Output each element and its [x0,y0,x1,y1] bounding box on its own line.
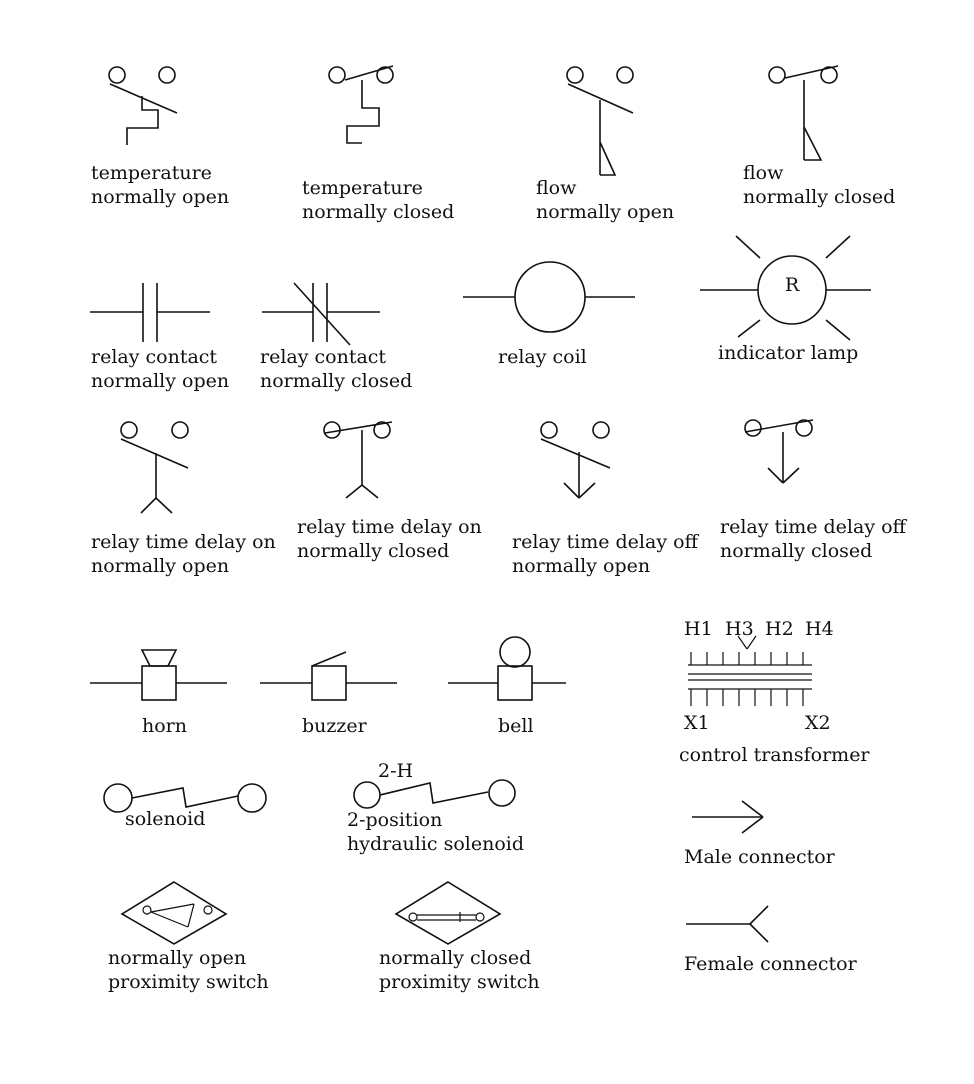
time-delay-off-no-symbol [540,421,611,499]
label-line-1: relay time delay on [297,516,482,538]
time-delay-off-no-label: relay time delay off normally open [512,530,698,578]
time-delay-on-no-label: relay time delay on normally open [91,530,276,578]
label-line-2: normally open [512,555,651,577]
relay-contact-no-symbol [90,283,210,342]
temperature-nc-symbol [328,65,394,144]
indicator-lamp-label: indicator lamp [718,341,858,365]
terminal-h3-label: H3 [725,618,754,640]
label-line-1: normally open [108,947,247,969]
temperature-nc-label: temperature normally closed [302,176,454,224]
label-line-1: indicator lamp [718,342,859,364]
terminal-x1-label: X1 [684,712,710,734]
label-line-1: relay coil [498,346,587,368]
temperature-no-symbol [108,66,178,145]
flow-no-symbol [566,66,634,176]
label-line-1: relay contact [260,346,387,368]
label-line-2: proximity switch [108,971,269,993]
label-line-2: hydraulic solenoid [347,833,525,855]
label-line-2: normally closed [720,540,873,562]
bell-label: bell [498,715,534,737]
proximity-no-symbol [120,881,228,945]
label-line-1: normally closed [379,947,532,969]
label-line-2: normally closed [302,201,455,223]
buzzer-symbol [260,651,397,701]
label-line-2: normally closed [260,370,413,392]
label-line-2: normally open [91,555,230,577]
flow-no-label: flow normally open [536,176,674,224]
relay-contact-nc-label: relay contact normally closed [260,345,412,393]
time-delay-off-nc-symbol [744,419,814,484]
label-line-1: temperature [302,177,423,199]
male-connector-label: Male connector [684,846,835,868]
indicator-lamp-symbol [700,235,871,341]
bell-symbol [448,636,566,701]
horn-symbol [90,649,227,701]
female-connector-symbol [686,905,769,943]
solenoid-symbol [103,783,267,813]
hydraulic-solenoid-symbol [353,779,516,809]
label-line-2: normally closed [297,540,450,562]
terminal-x2-label: X2 [805,712,831,734]
buzzer-label: buzzer [302,715,367,737]
control-transformer-label: control transformer [679,744,870,766]
terminal-h2-label: H2 [765,618,794,640]
relay-contact-nc-symbol [262,282,380,346]
label-line-2: normally closed [743,186,896,208]
relay-contact-no-label: relay contact normally open [91,345,229,393]
solenoid-label: solenoid [125,808,206,830]
terminal-h1-label: H1 [684,618,713,640]
temperature-no-label: temperature normally open [91,161,229,209]
lamp-letter: R [784,274,800,296]
label-line-1: flow [536,177,577,199]
label-line-1: relay time delay on [91,531,276,553]
male-connector-symbol [692,800,764,834]
horn-label: horn [142,715,187,737]
time-delay-on-nc-symbol [323,421,393,499]
flow-nc-symbol [768,65,839,161]
proximity-nc-label: normally closed proximity switch [379,946,540,994]
proximity-no-label: normally open proximity switch [108,946,269,994]
label-line-1: relay time delay off [720,516,907,538]
hydraulic-solenoid-label: 2-position hydraulic solenoid [347,808,524,856]
relay-coil-symbol [463,261,635,333]
label-line-2: normally open [536,201,675,223]
proximity-nc-symbol [394,881,502,945]
label-line-1: flow [743,162,784,184]
label-line-1: temperature [91,162,212,184]
hydraulic-solenoid-tag: 2-H [378,760,414,782]
time-delay-off-nc-label: relay time delay off normally closed [720,515,906,563]
label-line-2: proximity switch [379,971,540,993]
label-line-2: normally open [91,186,230,208]
flow-nc-label: flow normally closed [743,161,895,209]
label-line-1: relay time delay off [512,531,699,553]
control-transformer-symbol [688,635,812,706]
female-connector-label: Female connector [684,953,857,975]
label-line-2: normally open [91,370,230,392]
terminal-h4-label: H4 [805,618,834,640]
time-delay-on-no-symbol [120,421,189,514]
time-delay-on-nc-label: relay time delay on normally closed [297,515,482,563]
label-line-1: relay contact [91,346,218,368]
label-line-1: 2-position [347,809,443,831]
relay-coil-label: relay coil [498,345,587,369]
